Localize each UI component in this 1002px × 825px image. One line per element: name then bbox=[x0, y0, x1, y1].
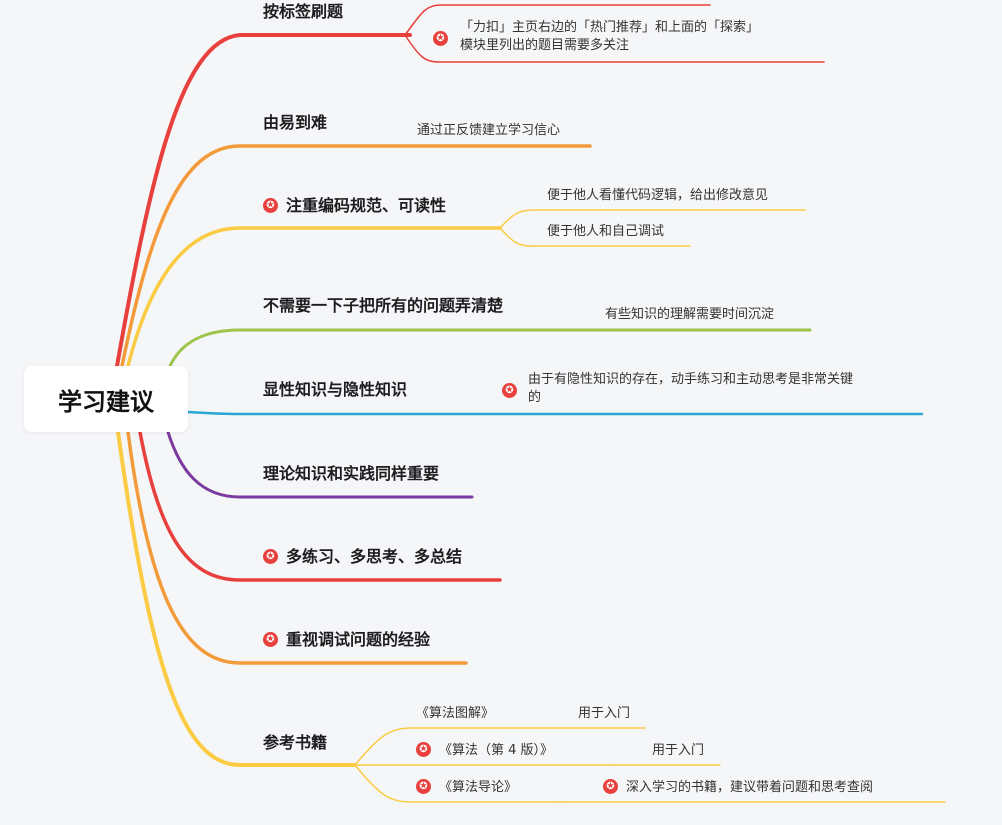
connector-b5 bbox=[186, 410, 924, 416]
branch-3-node[interactable]: ✪ 注重编码规范、可读性 bbox=[263, 196, 446, 217]
book-2-node[interactable]: ✪ 《算法（第 4 版）》 bbox=[416, 742, 554, 760]
root-label: 学习建议 bbox=[58, 387, 154, 416]
branch-6-label[interactable]: 理论知识和实践同样重要 bbox=[263, 464, 440, 483]
book-3-node[interactable]: ✪ 《算法导论》 bbox=[416, 779, 518, 797]
connector-b9 bbox=[116, 430, 357, 767]
branch-4-child-1[interactable]: 有些知识的理解需要时间沉淀 bbox=[605, 307, 775, 322]
branch-1-child-1[interactable]: 「力扣」主页右边的「热门推荐」和上面的「探索」 bbox=[460, 20, 760, 35]
connector-b3-c2 bbox=[499, 227, 691, 247]
branch-2-label[interactable]: 由易到难 bbox=[263, 113, 328, 132]
connector-b1-c1 bbox=[404, 4, 711, 36]
connector-b1-c2 bbox=[404, 34, 825, 63]
book-2-label: 《算法（第 4 版）》 bbox=[439, 743, 554, 758]
connector-b3 bbox=[126, 226, 502, 368]
connector-b1 bbox=[115, 33, 412, 368]
connector-b7 bbox=[138, 430, 502, 582]
book-3-label: 《算法导论》 bbox=[439, 780, 518, 795]
root-node[interactable]: 学习建议 bbox=[24, 366, 188, 432]
connector-b8 bbox=[126, 430, 468, 665]
connector-b2 bbox=[120, 144, 592, 368]
branch-8-node[interactable]: ✪ 重视调试问题的经验 bbox=[263, 630, 430, 651]
connector-b9-c3 bbox=[354, 764, 561, 803]
star-icon: ✪ bbox=[433, 31, 448, 46]
book-2-note[interactable]: 用于入门 bbox=[652, 743, 705, 758]
branch-3-child-1[interactable]: 便于他人看懂代码逻辑，给出修改意见 bbox=[547, 188, 769, 203]
star-icon: ✪ bbox=[603, 779, 618, 794]
branch-9-label[interactable]: 参考书籍 bbox=[263, 733, 328, 752]
star-icon: ✪ bbox=[416, 779, 431, 794]
connector-b6 bbox=[166, 430, 474, 499]
branch-5-label[interactable]: 显性知识与隐性知识 bbox=[263, 380, 408, 399]
branch-7-node[interactable]: ✪ 多练习、多思考、多总结 bbox=[263, 547, 462, 568]
branch-1-label[interactable]: 按标签刷题 bbox=[263, 2, 344, 21]
book-3-note-node[interactable]: ✪ 深入学习的书籍，建议带着问题和思考查阅 bbox=[603, 779, 874, 797]
branch-2-child-1[interactable]: 通过正反馈建立学习信心 bbox=[417, 123, 561, 138]
branch-5-child-2[interactable]: 的 bbox=[528, 390, 542, 405]
branch-4-label[interactable]: 不需要一下子把所有的问题弄清楚 bbox=[263, 296, 504, 315]
branch-8-label: 重视调试问题的经验 bbox=[286, 630, 431, 649]
branch-1-child-2[interactable]: 模块里列出的题目需要多关注 bbox=[460, 38, 630, 53]
star-icon: ✪ bbox=[263, 549, 278, 564]
branch-7-label: 多练习、多思考、多总结 bbox=[286, 547, 463, 566]
star-icon: ✪ bbox=[263, 632, 278, 647]
book-3-note: 深入学习的书籍，建议带着问题和思考查阅 bbox=[626, 780, 874, 795]
branch-3-child-2[interactable]: 便于他人和自己调试 bbox=[547, 224, 665, 239]
star-icon: ✪ bbox=[263, 198, 278, 213]
branch-5-child-1[interactable]: 由于有隐性知识的存在，动手练习和主动思考是非常关键 bbox=[528, 372, 854, 387]
star-icon: ✪ bbox=[416, 742, 431, 757]
branch-3-label: 注重编码规范、可读性 bbox=[286, 196, 447, 215]
connector-b4 bbox=[168, 328, 812, 368]
book-1-note[interactable]: 用于入门 bbox=[578, 706, 631, 721]
connector-b3-c1 bbox=[499, 209, 806, 229]
connector-b9-c1 bbox=[354, 727, 541, 766]
book-1-label[interactable]: 《算法图解》 bbox=[416, 706, 495, 721]
star-icon: ✪ bbox=[502, 383, 517, 398]
